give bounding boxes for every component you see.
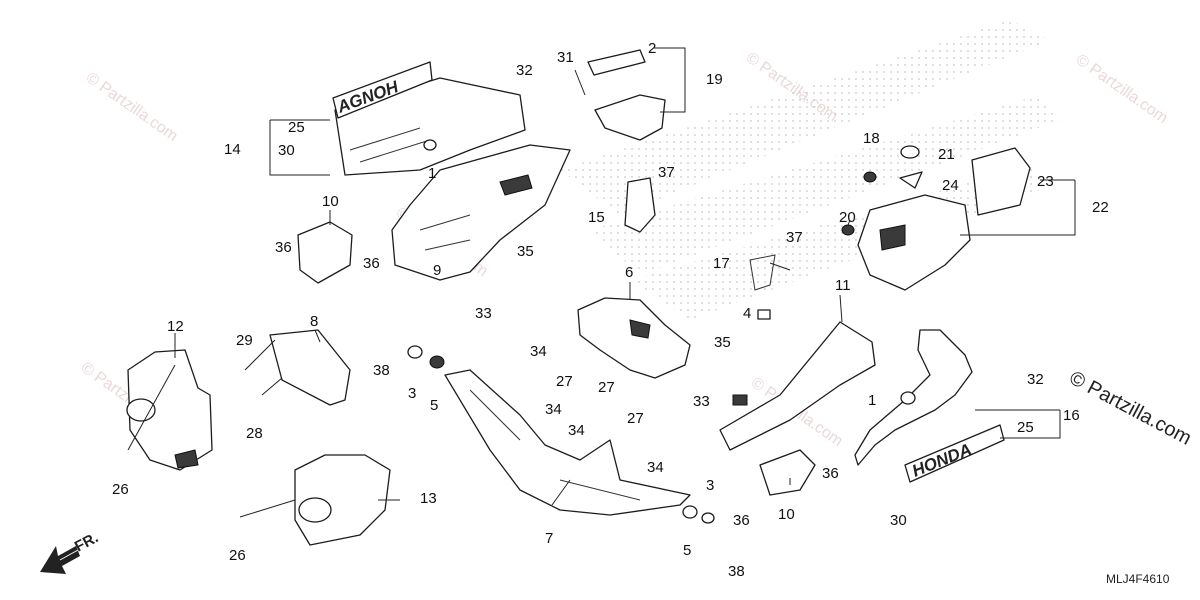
decal-text: HONDA (909, 440, 974, 481)
callout-30: 30 (890, 512, 907, 529)
callout-20: 20 (839, 209, 856, 226)
part-drawings: AGNOH (126, 49, 1031, 546)
callout-36: 36 (363, 255, 380, 272)
callout-34: 34 (530, 343, 547, 360)
callout-32: 32 (516, 62, 533, 79)
callout-36: 36 (733, 512, 750, 529)
callout-11: 11 (835, 277, 851, 294)
callout-2: 2 (648, 40, 656, 57)
direction-arrow: FR. (40, 529, 101, 574)
callout-17: 17 (713, 255, 730, 272)
callout-9: 9 (433, 262, 441, 279)
callout-37: 37 (658, 164, 675, 181)
callout-22: 22 (1092, 199, 1109, 216)
callout-27: 27 (556, 373, 573, 390)
callout-25: 25 (1017, 419, 1034, 436)
callout-21: 21 (938, 146, 955, 163)
callout-34: 34 (647, 459, 664, 476)
callout-6: 6 (625, 264, 633, 281)
callout-34: 34 (545, 401, 562, 418)
callout-7: 7 (545, 530, 553, 547)
callout-33: 33 (475, 305, 492, 322)
label-plate-2 (587, 49, 646, 76)
callout-27: 27 (627, 410, 644, 427)
leader-lines (127, 47, 1076, 518)
callout-30: 30 (278, 142, 295, 159)
callout-19: 19 (706, 71, 723, 88)
diagram-code: MLJ4F4610 (1106, 572, 1170, 586)
callout-10: 10 (322, 193, 339, 210)
callout-35: 35 (517, 243, 534, 260)
callout-10: 10 (778, 506, 795, 523)
callout-1: 1 (428, 165, 436, 182)
callout-29: 29 (236, 332, 253, 349)
callout-33: 33 (693, 393, 710, 410)
callout-24: 24 (942, 177, 959, 194)
callout-26: 26 (229, 547, 246, 564)
callout-32: 32 (1027, 371, 1044, 388)
callout-35: 35 (714, 334, 731, 351)
callout-5: 5 (683, 542, 691, 559)
callout-36: 36 (275, 239, 292, 256)
callout-27: 27 (598, 379, 615, 396)
callout-5: 5 (430, 397, 438, 414)
watermark-text: © Partzilla.com (83, 69, 181, 145)
brand-watermark: © Partzilla.com (1066, 367, 1195, 450)
decal-lower: HONDA (904, 424, 1005, 483)
callout-3: 3 (706, 477, 714, 494)
callout-37: 37 (786, 229, 803, 246)
callout-14: 14 (224, 141, 241, 158)
callout-18: 18 (863, 130, 880, 147)
callout-4: 4 (743, 305, 751, 322)
callout-15: 15 (588, 209, 605, 226)
callout-23: 23 (1037, 173, 1054, 190)
callout-26: 26 (112, 481, 129, 498)
callout-12: 12 (167, 318, 184, 335)
callout-28: 28 (246, 425, 263, 442)
callout-1: 1 (868, 392, 876, 409)
callouts: 25 14 30 32 1 10 36 36 9 35 33 31 2 19 3… (112, 40, 1109, 580)
callout-38: 38 (728, 563, 745, 580)
callout-3: 3 (408, 385, 416, 402)
callout-34: 34 (568, 422, 585, 439)
callout-38: 38 (373, 362, 390, 379)
callout-8: 8 (310, 313, 318, 330)
callout-16: 16 (1063, 407, 1080, 424)
callout-13: 13 (420, 490, 437, 507)
callout-31: 31 (557, 49, 574, 66)
callout-36: 36 (822, 465, 839, 482)
callout-25: 25 (288, 119, 305, 136)
watermark-text: © Partzilla.com (1073, 51, 1171, 127)
